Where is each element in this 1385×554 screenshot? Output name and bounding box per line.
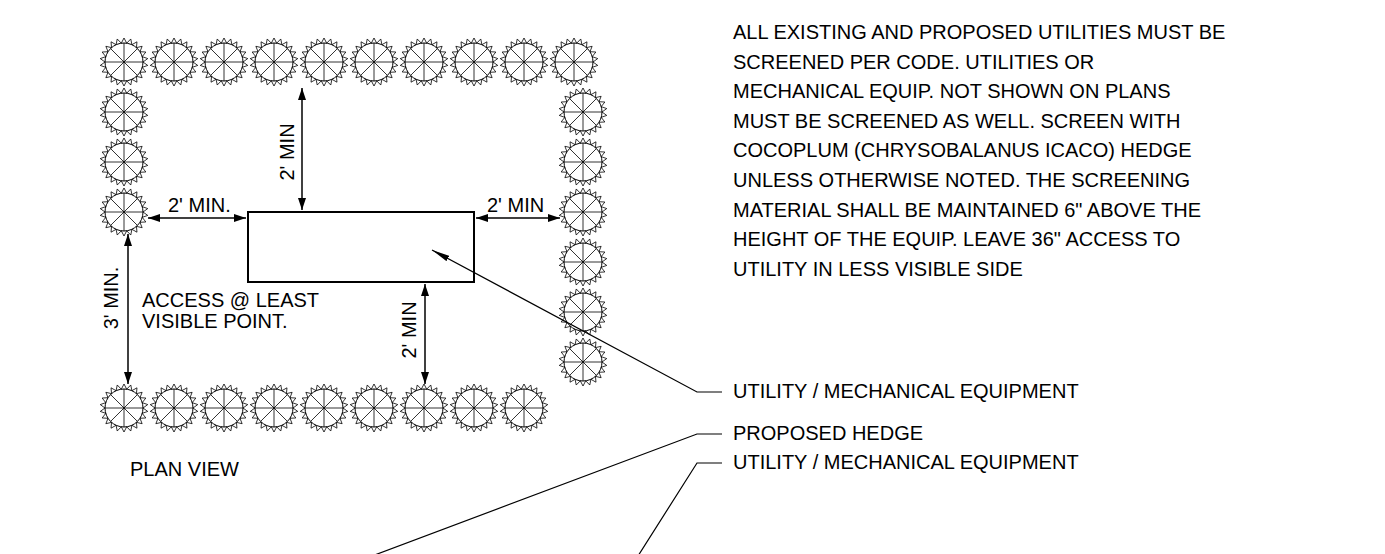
cocoplum-shrub bbox=[100, 38, 148, 86]
cocoplum-shrub bbox=[559, 188, 607, 236]
cocoplum-shrub bbox=[450, 38, 498, 86]
cocoplum-shrub bbox=[300, 384, 348, 432]
access-note: ACCESS @ LEAST VISIBLE POINT. bbox=[142, 290, 342, 332]
cocoplum-shrub bbox=[559, 288, 607, 336]
cocoplum-shrub bbox=[500, 38, 548, 86]
cocoplum-shrub bbox=[150, 38, 198, 86]
note-text: ALL EXISTING AND PROPOSED UTILITIES MUST… bbox=[733, 18, 1228, 284]
cocoplum-shrub bbox=[250, 384, 298, 432]
cocoplum-shrub bbox=[559, 88, 607, 136]
cocoplum-shrub bbox=[100, 88, 148, 136]
leader-lines bbox=[372, 250, 722, 554]
dimension-lines bbox=[128, 88, 560, 384]
cocoplum-shrub bbox=[350, 38, 398, 86]
cocoplum-shrub bbox=[559, 238, 607, 286]
hedge-plants bbox=[100, 38, 607, 432]
callout-label: UTILITY / MECHANICAL EQUIPMENT bbox=[733, 452, 1079, 473]
cocoplum-shrub bbox=[200, 38, 248, 86]
cocoplum-shrub bbox=[100, 384, 148, 432]
cocoplum-shrub bbox=[250, 38, 298, 86]
cocoplum-shrub bbox=[559, 138, 607, 186]
cocoplum-shrub bbox=[100, 188, 148, 236]
cocoplum-shrub bbox=[300, 38, 348, 86]
cocoplum-shrub bbox=[450, 384, 498, 432]
dimension-label: 2' MIN bbox=[277, 123, 298, 180]
callout-label: PROPOSED HEDGE bbox=[733, 423, 923, 444]
dimension-label: 2' MIN bbox=[399, 301, 420, 358]
view-title: PLAN VIEW bbox=[130, 459, 239, 480]
cocoplum-shrub bbox=[200, 384, 248, 432]
equipment-box bbox=[248, 212, 474, 282]
cocoplum-shrub bbox=[400, 38, 448, 86]
cocoplum-shrub bbox=[400, 384, 448, 432]
callout-label: UTILITY / MECHANICAL EQUIPMENT bbox=[733, 381, 1079, 402]
cocoplum-shrub bbox=[550, 38, 598, 86]
dimension-label: 3' MIN. bbox=[101, 267, 122, 330]
dimension-label: 2' MIN bbox=[487, 195, 544, 216]
cocoplum-shrub bbox=[100, 138, 148, 186]
cocoplum-shrub bbox=[559, 338, 607, 386]
cocoplum-shrub bbox=[500, 384, 548, 432]
cocoplum-shrub bbox=[150, 384, 198, 432]
cocoplum-shrub bbox=[350, 384, 398, 432]
dimension-label: 2' MIN. bbox=[168, 195, 231, 216]
